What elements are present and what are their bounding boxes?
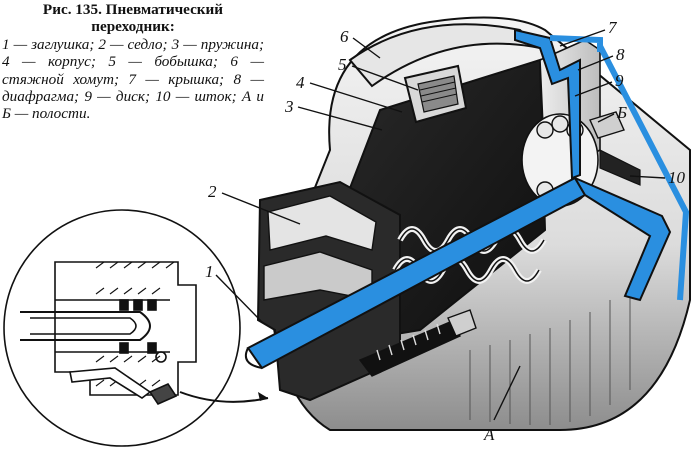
leader-9: [574, 81, 613, 97]
caption-title: Рис. 135. Пневматический переходник:: [2, 1, 264, 36]
label-8: 8: [616, 45, 625, 64]
leader-8: [577, 55, 614, 71]
figure-caption: Рис. 135. Пневматический переходник: 1 —…: [2, 1, 264, 123]
label-5: 5: [338, 55, 347, 74]
inset-lever: [69, 367, 152, 399]
leader-B: [597, 113, 615, 123]
inset-lever-tip: [148, 382, 178, 406]
title-line-1: Пневматический: [105, 1, 224, 18]
inset-detail-view: [3, 209, 241, 447]
diaphragm-rim: [597, 44, 690, 301]
leader-6: [352, 37, 381, 59]
stem-nut: [589, 111, 625, 139]
label-2: 2: [208, 182, 217, 201]
leader-lines: [215, 29, 666, 421]
shell-shading: [469, 290, 631, 425]
bolt-head: [447, 309, 477, 337]
label-1: 1: [205, 262, 214, 281]
caption-legend: 1 — заглушка; 2 — седло; 3 — пружина; 4 …: [2, 35, 264, 123]
diaphragm-and-stem: [244, 28, 690, 370]
inset-arrow: [179, 391, 269, 403]
clamp-bolt: [358, 321, 462, 377]
leader-5: [351, 65, 419, 91]
inset-plug-inner: [30, 317, 137, 335]
inset-plug: [20, 311, 151, 341]
diaphragm-upper: [514, 28, 581, 180]
label-4: 4: [296, 73, 305, 92]
adapter-main-body: [256, 16, 691, 431]
leader-10: [629, 175, 666, 179]
leader-1: [215, 274, 263, 323]
leader-A: [493, 365, 521, 421]
inset-arrow-head: [258, 392, 268, 401]
leader-2: [221, 192, 301, 225]
seat: [267, 195, 377, 251]
leader-4: [309, 82, 403, 113]
inset-circle-outline: [3, 209, 241, 447]
figure-number: Рис. 135.: [42, 1, 102, 18]
diaphragm-lower: [572, 175, 672, 302]
leader-3: [297, 106, 383, 131]
label-10: 10: [668, 168, 686, 187]
inset-pin: [155, 351, 167, 363]
leader-7: [559, 29, 606, 47]
label-B: Б: [616, 103, 627, 122]
label-9: 9: [615, 71, 624, 90]
label-7: 7: [608, 18, 618, 37]
label-6: 6: [340, 27, 349, 46]
label-A: А: [483, 425, 495, 444]
title-line-2: переходник:: [91, 18, 175, 36]
label-3: 3: [284, 97, 294, 116]
